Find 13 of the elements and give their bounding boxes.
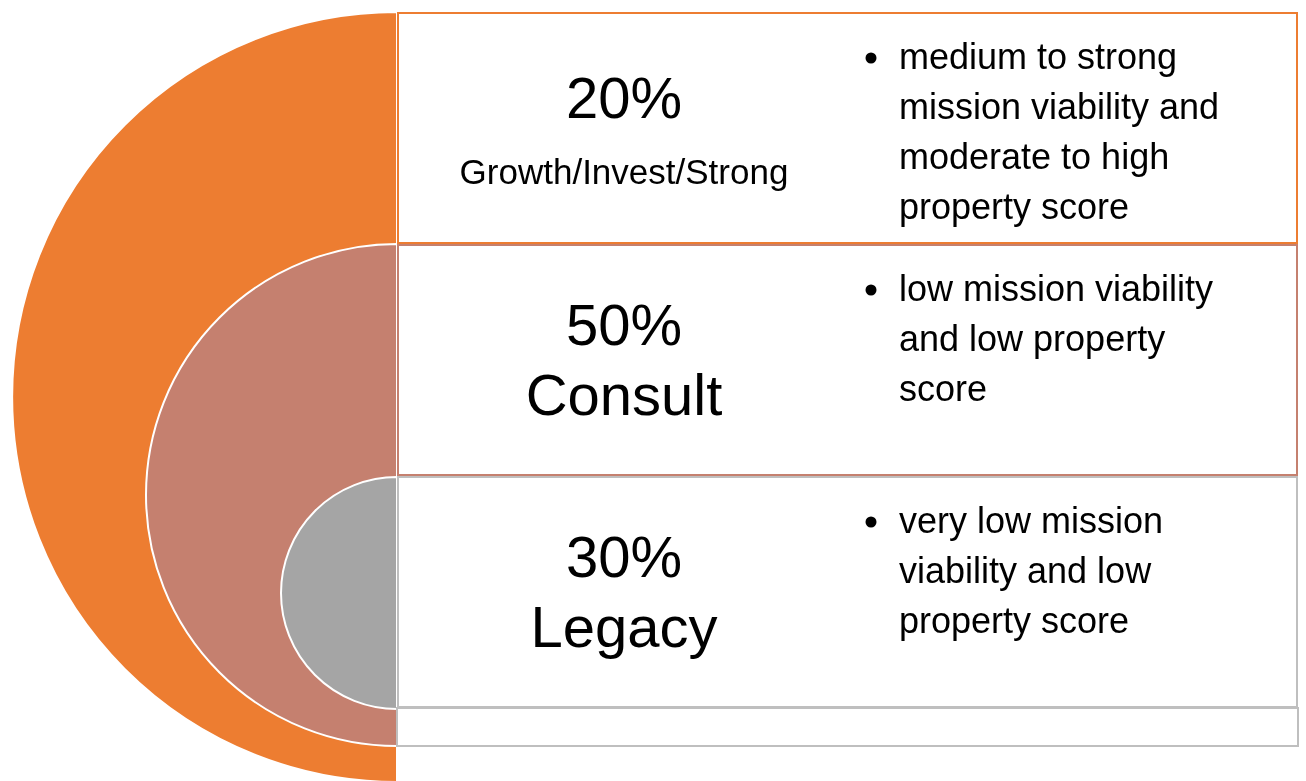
description-text: medium to strong mission viability and moderate to high property score bbox=[899, 35, 1221, 229]
percentage-value: 50% bbox=[565, 291, 683, 360]
empty-band bbox=[396, 707, 1299, 747]
description-text: very low mission viability and low property score bbox=[899, 499, 1165, 643]
percentage-value: 30% bbox=[565, 523, 683, 592]
description-text: low mission viability and low property score bbox=[899, 267, 1215, 411]
percentage-value: 20% bbox=[565, 64, 683, 133]
category-name: Consult bbox=[525, 361, 723, 429]
category-row bbox=[397, 244, 1298, 476]
category-row bbox=[397, 476, 1298, 708]
category-row bbox=[397, 12, 1298, 244]
category-name: Legacy bbox=[530, 593, 718, 661]
category-name: Growth/Invest/Strong bbox=[459, 150, 789, 193]
